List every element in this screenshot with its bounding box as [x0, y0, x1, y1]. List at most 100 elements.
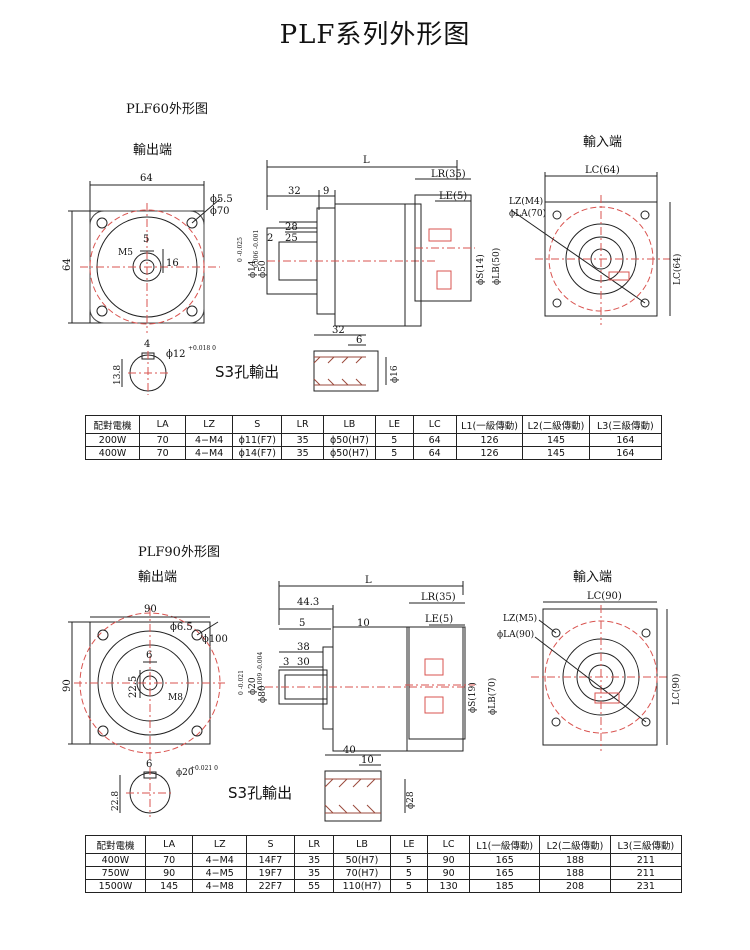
plf60-s3-label: S3孔輸出 [215, 363, 280, 381]
plf90-dim-10: 10 [357, 618, 370, 629]
plf90-dim-sec-h: 22.8 [111, 791, 121, 811]
plf90-shaft-tol: 0.009 -0.004 [257, 652, 264, 690]
plf60-dim-LC: LC(64) [585, 165, 620, 176]
plf90-dim-LR: LR(35) [421, 592, 456, 603]
table-cell: 185 [469, 879, 541, 893]
plf60-dim-S: ϕS(14) [475, 254, 486, 285]
plf60-dim-pilot: ϕ50 [258, 260, 268, 278]
table-cell: 1500W [85, 879, 146, 893]
plf90-dim-LE: LE(5) [425, 614, 453, 625]
plf90-dim-3: 3 [283, 657, 289, 668]
plf90-dim-hole: ϕ6.5 [170, 622, 193, 633]
table-row: 400W 70 4−M4 ϕ14(F7) 35 ϕ50(H7) 5 64 126… [84, 446, 663, 460]
plf60-dim-LR: LR(35) [431, 169, 466, 180]
plf90-dim-s3-depth: 10 [361, 755, 374, 766]
plf60-dim-front-height: 64 [62, 258, 73, 271]
plf60-dim-LA: ϕLA(70) [509, 208, 546, 219]
plf60-dim-s3-len: 32 [332, 325, 345, 336]
table-cell: 208 [539, 879, 611, 893]
plf60-input-label: 輸入端 [583, 135, 623, 150]
plf90-s3-label: S3孔輸出 [228, 784, 293, 802]
plf60-dim-sec-h: 13.8 [113, 365, 123, 385]
table-cell: 70 [139, 446, 187, 460]
plf90-section-title: PLF90外形图 [138, 545, 220, 560]
plf90-dim-5: 5 [299, 618, 305, 629]
plf90-input-label: 輸入端 [573, 570, 613, 585]
table-cell: 231 [609, 879, 683, 893]
plf90-dim-LC-v: LC(90) [671, 674, 682, 705]
plf60-dim-front-width: 64 [140, 173, 153, 184]
plf90-dim-front-height: 90 [62, 679, 73, 692]
plf90-dim-shaft-sec: ϕ20 [176, 768, 194, 778]
plf90-dim-S: ϕS(19) [467, 682, 478, 713]
plf60-dim-LC-v: LC(64) [672, 254, 683, 285]
table-cell: 164 [588, 446, 663, 460]
plf60-dim-LB: ϕLB(50) [491, 248, 502, 285]
plf60-input-side-view: LR(35) LE(5) ϕS(14) ϕLB(50) [414, 169, 502, 302]
plf90-dim-pilot: ϕ80 [258, 685, 268, 703]
plf60-dim-25: 25 [285, 233, 298, 244]
plf90-dim-38: 38 [297, 642, 310, 653]
plf90-s3-detail: 40 10 ϕ28 [324, 745, 416, 822]
plf90-dim-key-top: 6 [146, 759, 152, 770]
plf90-dim-s3-bore: ϕ28 [406, 791, 416, 809]
plf60-dim-LZ: LZ(M4) [509, 196, 543, 207]
table-cell: 400W [84, 446, 141, 460]
plf90-dim-key-w: 6 [146, 650, 152, 661]
table-row: 1500W 145 4−M8 22F7 55 110(H7) 5 130 185… [85, 879, 683, 893]
plf60-output-label: 輸出端 [133, 143, 173, 158]
table-cell: 35 [281, 446, 324, 460]
plf60-dim-shaft-sec: ϕ12 [166, 349, 186, 360]
plf90-dim-L: L [365, 575, 372, 586]
plf90-dim-s3-len: 40 [343, 745, 356, 756]
plf60-dim-LE: LE(5) [439, 191, 467, 202]
plf90-dim-LB: ϕLB(70) [487, 678, 498, 715]
plf60-dim-28: 28 [285, 222, 298, 233]
table-row: 750W 90 4−M5 19F7 35 70(H7) 5 90 165 188… [85, 866, 683, 880]
plf90-input-front-view: LC(90) LZ(M5) ϕLA(90) LC(90) [497, 591, 682, 751]
plf60-dim-key-w: 5 [143, 234, 149, 245]
plf60-output-front-view: 64 64 ϕ5.5 ϕ70 M5 5 16 [62, 173, 233, 333]
plf90-spec-table: 配對電機 LA LZ S LR LB LE LC L1(一級傳動) L2(二級傳… [85, 835, 683, 893]
table-row: 400W 70 4−M4 14F7 35 50(H7) 5 90 165 188… [85, 853, 683, 867]
plf90-shaft-section: 6 ϕ20 22.8 [111, 759, 194, 817]
table-cell: 5 [389, 879, 429, 893]
plf60-dim-L: L [363, 155, 370, 166]
plf60-input-front-view: LC(64) LZ(M4) ϕLA(70) LC(64) [509, 165, 683, 325]
plf60-dim-key-h: 16 [166, 258, 179, 269]
plf90-dim-44: 44.3 [297, 597, 319, 608]
plf60-dim-pcd: ϕ70 [210, 206, 230, 217]
plf60-dim-thread: M5 [118, 248, 133, 258]
plf60-dim-hole: ϕ5.5 [210, 194, 233, 205]
plf60-shaft-section: 4 ϕ12 13.8 [113, 339, 186, 395]
plf60-pilot-tol: 0 -0.025 [237, 237, 244, 262]
plf90-dim-LC: LC(90) [587, 591, 622, 602]
plf60-shaft-sec-tol: +0.018 0 [188, 345, 216, 352]
plf90-output-front-view: 90 90 ϕ6.5 ϕ100 M8 6 22.5 [62, 604, 228, 760]
plf60-s3-detail: 32 6 ϕ16 [313, 325, 400, 392]
plf60-section-title: PLF60外形图 [126, 102, 208, 117]
plf90-dim-pcd: ϕ100 [202, 634, 228, 645]
plf90-side-view: L 44.3 5 10 38 3 30 ϕ80 ϕ20 [248, 575, 467, 752]
table-cell: 22F7 [246, 879, 295, 893]
plf60-side-view: L 32 9 28 25 2 ϕ50 ϕ14 [248, 155, 458, 327]
plf60-dim-2: 2 [267, 233, 273, 244]
plf60-spec-table: 配對電機 LA LZ S LR LB LE LC L1(一級傳動) L2(二級傳… [84, 415, 663, 460]
page-title: PLF系列外形图 [279, 20, 471, 50]
plf90-pilot-tol: 0 -0.021 [238, 670, 245, 695]
plf90-input-side-view: LR(35) LE(5) ϕS(19) ϕLB(70) [405, 592, 498, 740]
plf90-dim-LZ: LZ(M5) [503, 613, 537, 624]
plf60-dim-s3-depth: 6 [356, 335, 362, 346]
plf60-dim-s3-bore: ϕ16 [390, 365, 400, 383]
table-cell: 145 [522, 446, 590, 460]
plf90-dim-thread: M8 [168, 693, 183, 703]
plf90-dim-front-width: 90 [144, 604, 157, 615]
plf60-shaft-tol: 0.006 -0.001 [253, 230, 260, 268]
plf90-shaft-sec-tol: +0.021 0 [190, 765, 218, 772]
plf90-dim-key-h: 22.5 [128, 676, 139, 698]
plf90-dim-30: 30 [297, 657, 310, 668]
plf90-dim-shaft: ϕ20 [248, 677, 258, 695]
plf60-dim-shaft: ϕ14 [248, 260, 258, 278]
table-cell: 145 [144, 879, 194, 893]
